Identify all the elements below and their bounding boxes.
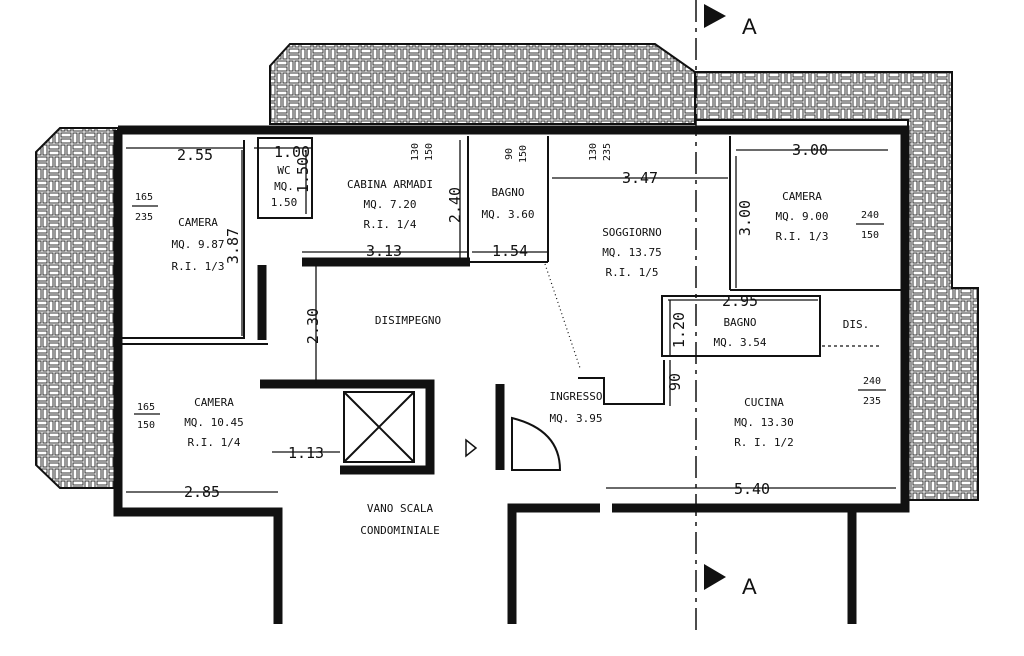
camera2-name: CAMERA [782,190,822,203]
terrace-left [35,127,119,489]
bagno2-walls [661,295,821,357]
dimension-lines [126,140,896,493]
window-3-bottom: 150 [861,230,879,241]
cucina-area: MQ. 13.30 [734,416,794,429]
section-arrow-bottom-icon [704,564,726,590]
window-5-b: 150 [424,143,435,161]
entry-door-swing [511,416,562,471]
dim-1-54: 1.54 [492,242,528,260]
dim-3-13: 3.13 [366,242,402,260]
soggiorno-name: SOGGIORNO [602,226,662,239]
window-1-top: 165 [135,192,153,203]
bagno2-name: BAGNO [723,316,756,329]
camera1-ri: R.I. 1/3 [172,260,225,273]
window-1-bottom: 235 [135,212,153,223]
dim-2-30: 2.30 [304,308,322,344]
window-4-bottom: 235 [863,396,881,407]
camera1-name: CAMERA [178,216,218,229]
camera2-area: MQ. 9.00 [776,210,829,223]
wc-name: WC [277,164,290,177]
outer-wall-left [113,130,283,624]
dim-2-40: 2.40 [446,187,464,223]
terrace-right [694,71,979,501]
camera1-wall [120,140,245,339]
dim-2-55: 2.55 [177,146,213,164]
window-4-top: 240 [863,376,881,387]
bagno1-area: MQ. 3.60 [482,208,535,221]
ingresso-name: INGRESSO [550,390,603,403]
dim-90: 90 [666,373,684,391]
camera3-area: MQ. 10.45 [184,416,244,429]
cucina-ri: R. I. 1/2 [734,436,794,449]
bagno1-name: BAGNO [491,186,524,199]
window-7-b: 235 [602,143,613,161]
stair-wall [260,379,435,475]
dim-5-40: 5.40 [734,480,770,498]
section-markers: A A [695,0,757,630]
camera3-name: CAMERA [194,396,234,409]
terrace-top [269,43,696,125]
disimpegno-name: DISIMPEGNO [375,314,441,327]
dim-3-47: 3.47 [622,169,658,187]
dim-1-00: 1.00 [274,143,310,161]
door-arc-soggiorno [544,263,581,369]
dim-3-00-h: 3.00 [792,141,828,159]
camera1-area: MQ. 9.87 [172,238,225,251]
outer-wall-bottom-right [507,503,600,624]
dim-1-13: 1.13 [288,444,324,462]
cucina-name: CUCINA [744,396,784,409]
vano-line2: CONDOMINIALE [360,524,439,537]
cabina-area: MQ. 7.20 [364,198,417,211]
window-2-bottom: 150 [137,420,155,431]
entry-arrow-icon [465,438,478,458]
dim-3-87: 3.87 [224,228,242,264]
vano-line1: VANO SCALA [367,502,434,515]
walls [113,125,910,624]
cabina-ri: R.I. 1/4 [364,218,417,231]
outer-wall [118,125,910,624]
wc-area: 1.50 [271,196,298,209]
dis-name: DIS. [843,318,870,331]
camera2-ri: R.I. 1/3 [776,230,829,243]
section-arrow-top-icon [704,4,726,28]
window-6-a: 90 [504,148,515,160]
window-2-top: 165 [137,402,155,413]
room-labels: CAMERA MQ. 9.87 R.I. 1/3 WC MQ. 1.50 CAB… [172,164,870,537]
dim-2-95: 2.95 [722,292,758,310]
wc-walls [257,137,313,219]
window-3-top: 240 [861,210,879,221]
dimension-texts: 2.55 1.00 1.50 3.87 2.40 3.13 1.54 3.47 … [177,141,828,501]
section-label-bottom: A [742,574,757,599]
wc-area-label: MQ. [274,180,294,193]
terraces [35,43,979,501]
soggiorno-ri: R.I. 1/5 [606,266,659,279]
window-5-a: 130 [410,143,421,161]
window-7-a: 130 [588,143,599,161]
camera3-ri: R.I. 1/4 [188,436,241,449]
dim-2-85: 2.85 [184,483,220,501]
cabina-name: CABINA ARMADI [347,178,433,191]
soggiorno-area: MQ. 13.75 [602,246,662,259]
bagno2-area: MQ. 3.54 [714,336,767,349]
dim-1-20: 1.20 [670,312,688,348]
window-labels: 165 235 165 150 240 150 240 235 130 150 … [132,143,886,431]
dim-1-50: 1.50 [294,157,312,193]
elevator-shaft [343,391,415,463]
dim-3-00-v: 3.00 [736,200,754,236]
ingresso-area: MQ. 3.95 [550,412,603,425]
section-label-top: A [742,14,757,39]
ingresso-right-wall [578,360,665,405]
elevator-cross-b [343,391,415,463]
window-6-b: 150 [518,145,529,163]
